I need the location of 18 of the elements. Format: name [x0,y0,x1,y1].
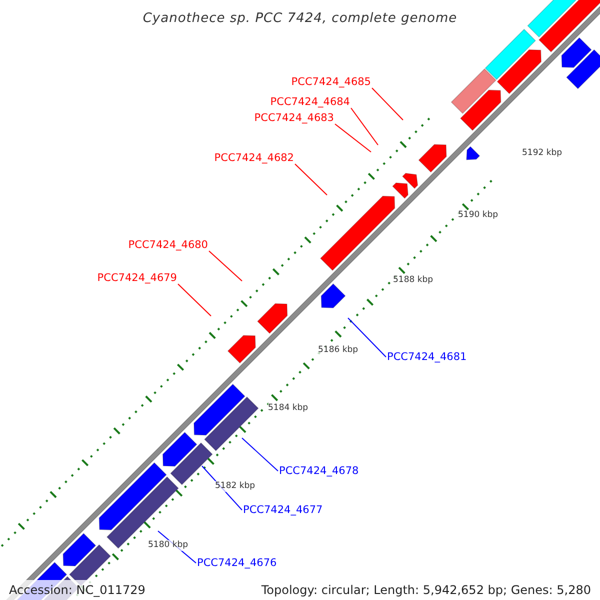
gene-label: PCC7424_4679 [97,271,177,285]
position-label: 5192 kbp [522,148,562,159]
position-label: 5182 kbp [215,481,256,492]
position-label: 5190 kbp [458,210,498,221]
gene-label: PCC7424_4680 [128,238,208,252]
position-label: 5186 kbp [318,345,358,356]
title: Cyanothece sp. PCC 7424, complete genome [142,10,458,28]
position-label: 5184 kbp [268,403,308,414]
gene-label: PCC7424_4681 [387,350,467,364]
gene-label: PCC7424_4676 [197,556,277,570]
gene-label: PCC7424_4682 [214,151,294,165]
gene-label: PCC7424_4685 [291,75,371,89]
gene-label: PCC7424_4684 [270,95,350,109]
position-label: 5188 kbp [393,275,434,286]
position-label: 5180 kbp [148,540,188,551]
gene-label: PCC7424_4678 [279,464,359,478]
gene-label: PCC7424_4683 [254,111,334,125]
gene-label: PCC7424_4677 [243,503,323,517]
